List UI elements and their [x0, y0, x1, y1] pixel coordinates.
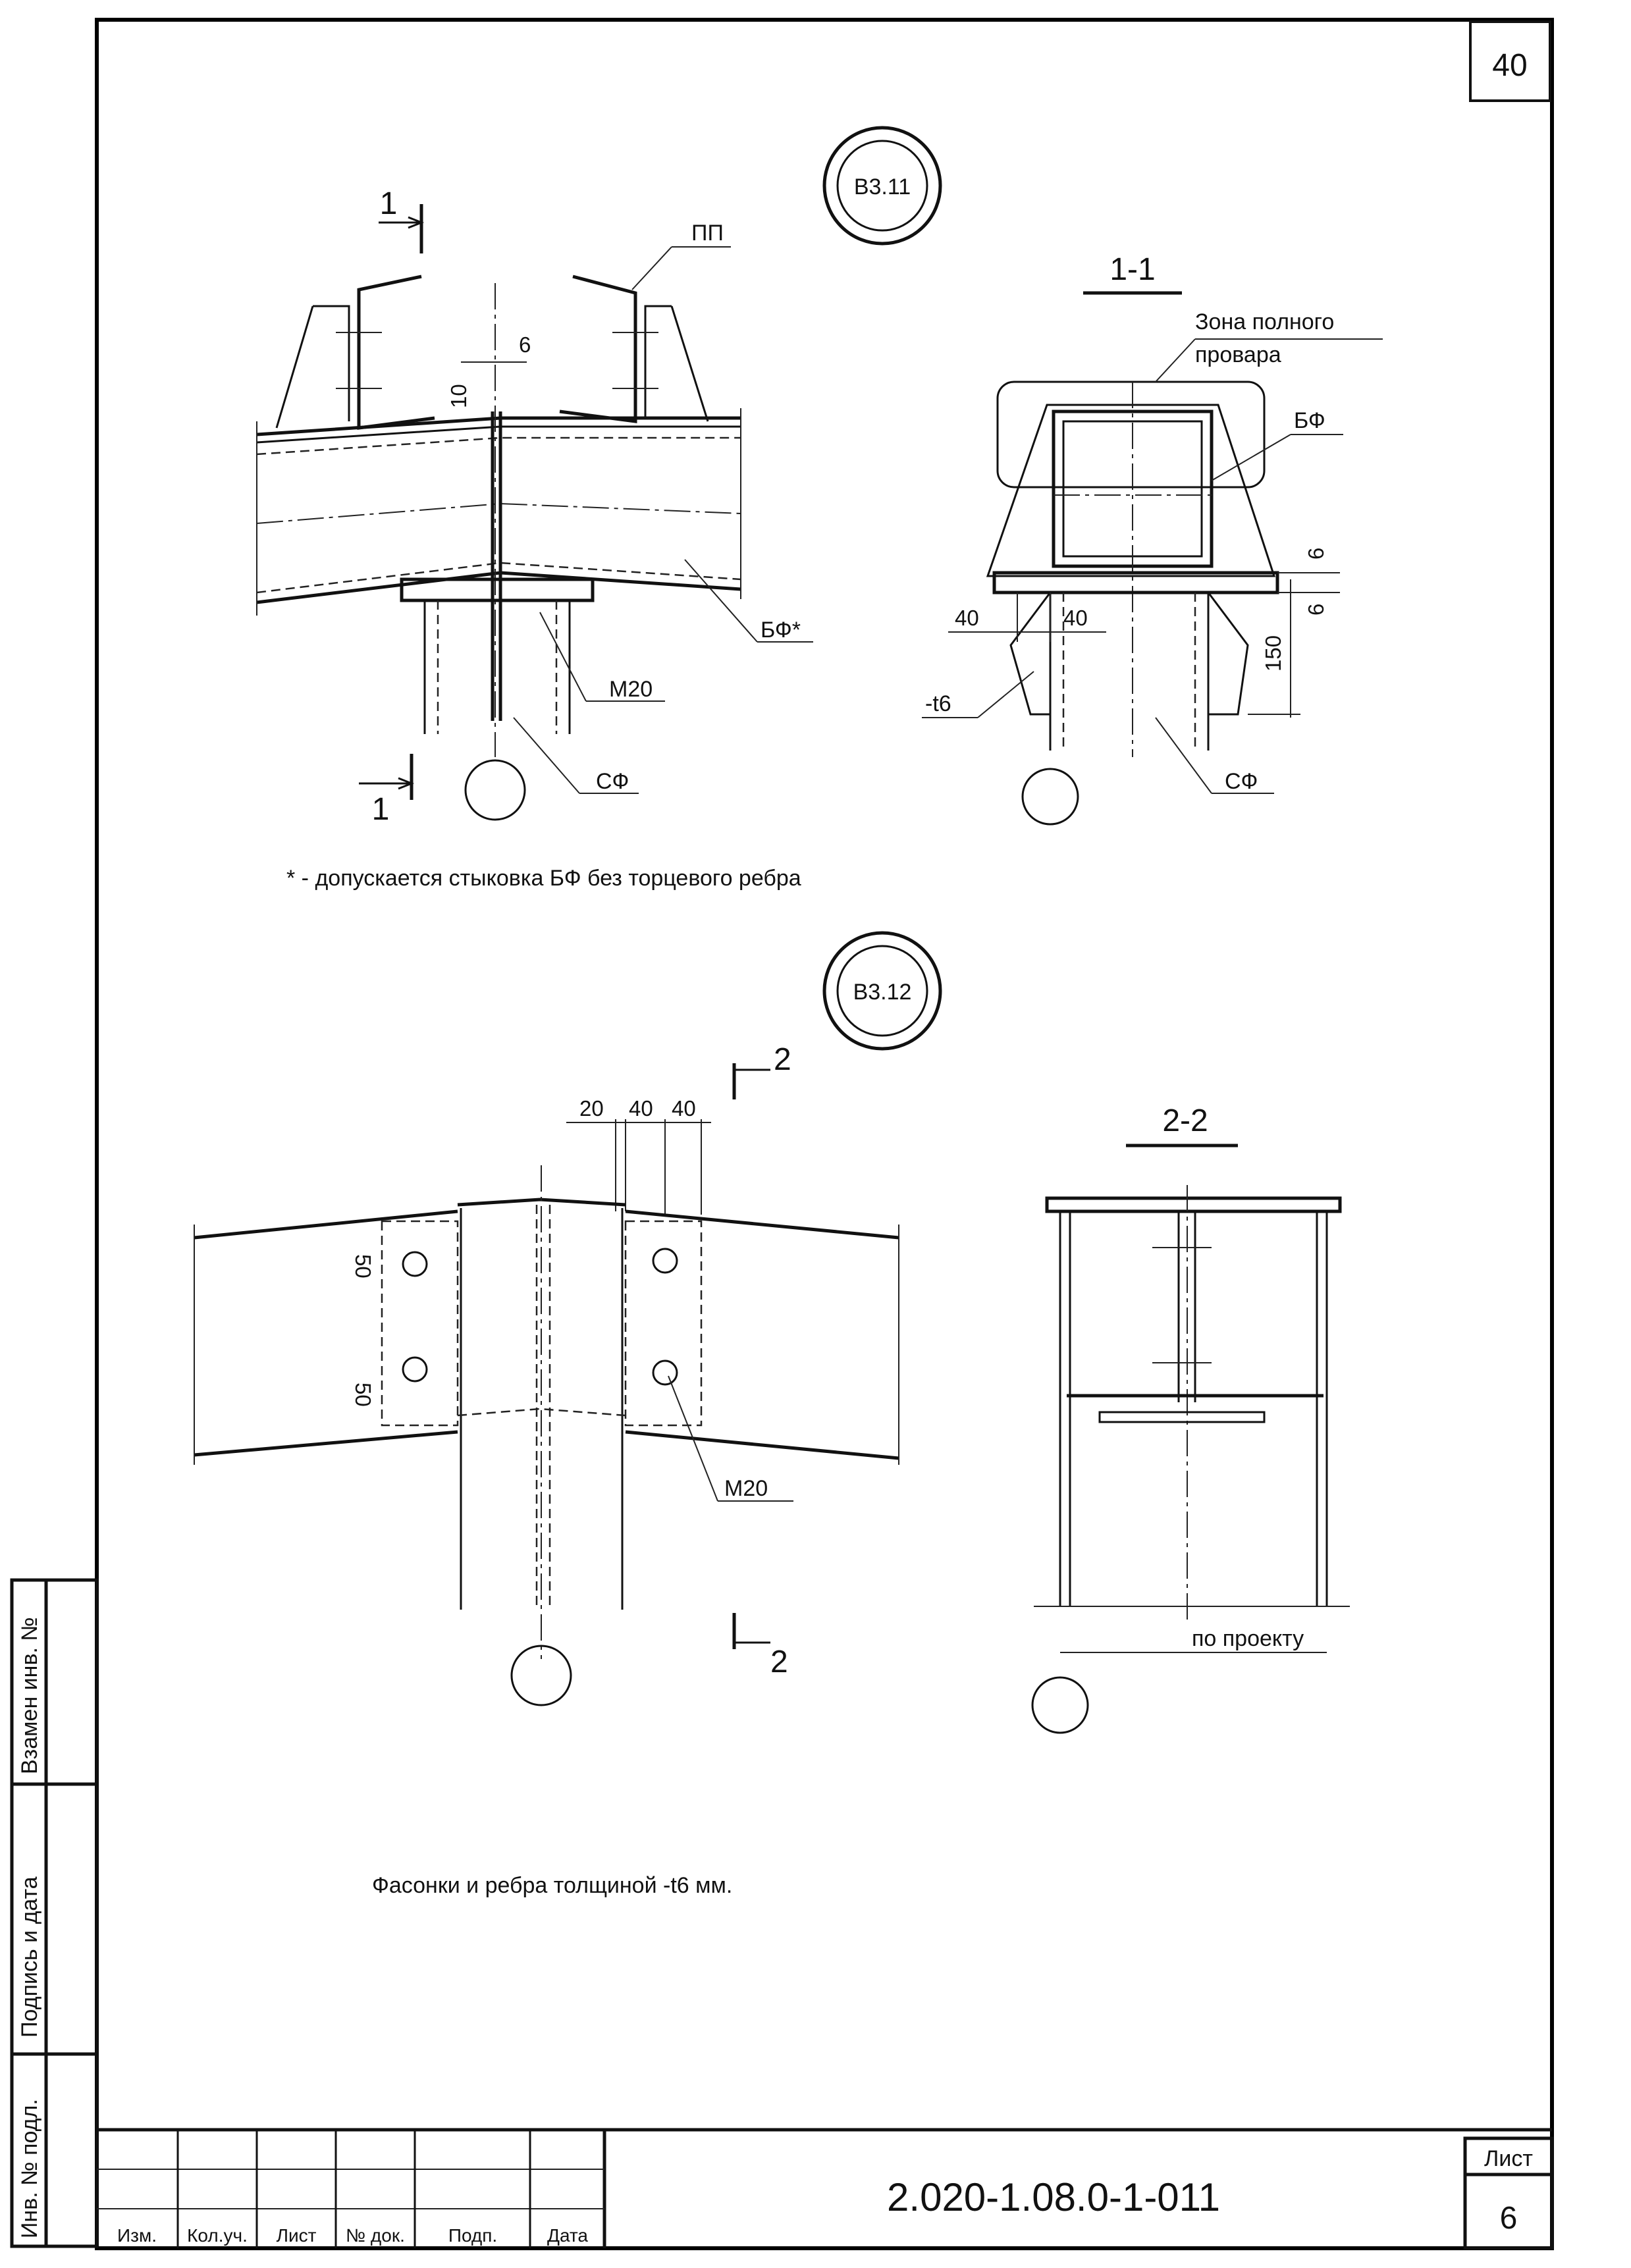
node-b3-11-id: В3.11: [854, 174, 911, 199]
stamp-field-signature: Подпись и дата: [17, 1876, 42, 2038]
label-t6: -t6: [925, 691, 951, 716]
label-pp: ПП: [691, 221, 724, 246]
stamp-field-inventory: Инв. № подл.: [17, 2099, 42, 2238]
bolt-marks-upper: [336, 332, 658, 389]
dim-40-b: 40: [672, 1096, 696, 1121]
dim-50-bottom: 50: [351, 1383, 375, 1407]
section-2-2-title: 2-2: [1162, 1103, 1208, 1138]
dim-6-top: 6: [1304, 548, 1328, 560]
dim-40-right: 40: [1063, 606, 1088, 630]
dim-20: 20: [579, 1096, 604, 1121]
section-1-1-title: 1-1: [1110, 252, 1155, 287]
sheet-frame: 40: [95, 18, 1554, 2250]
dim-6: 6: [519, 332, 531, 357]
tb-col-izm: Изм.: [117, 2225, 157, 2246]
label-m20: М20: [609, 677, 653, 702]
node-b3-12: В3.12 2 2 20 40 40: [194, 931, 942, 1706]
section-2-2: 2-2 по проекту: [1031, 1103, 1350, 1734]
section-mark-1: 1 1: [359, 186, 425, 827]
label-bf-star: БФ*: [761, 618, 801, 643]
node-b3-11: В3.11 1 1: [256, 126, 942, 891]
dim-6-bottom: 6: [1304, 604, 1328, 616]
svg-text:2: 2: [774, 1042, 791, 1077]
side-stamp: Взамен инв. № Подпись и дата Инв. № подл…: [10, 1578, 99, 2248]
section-1-1: 1-1 Зона полного провара БФ 40 40 6 6 15…: [922, 252, 1383, 826]
dim-40-left: 40: [955, 606, 979, 630]
sheet-top-number: 40: [1492, 48, 1527, 83]
label-zone: Зона полного: [1195, 309, 1334, 334]
dim-40-a: 40: [629, 1096, 653, 1121]
stamp-field-replace: Взамен инв. №: [17, 1617, 42, 1774]
label-sf-1-1: СФ: [1225, 769, 1258, 794]
dim-10: 10: [446, 384, 471, 408]
note-thickness: Фасонки и ребра толщиной -t6 мм.: [372, 1873, 732, 1898]
tb-col-list: Лист: [277, 2225, 317, 2246]
bolt-holes: [402, 1248, 678, 1386]
document-code: 2.020-1.08.0-1-011: [887, 2175, 1220, 2219]
footnote-b311: * - допускается стыковка БФ без торцевог…: [286, 866, 801, 891]
sheet-label: Лист: [1484, 2146, 1533, 2171]
dim-150: 150: [1261, 635, 1285, 672]
svg-text:1: 1: [380, 186, 398, 221]
dim-50-top: 50: [351, 1254, 375, 1279]
section-mark-2: 2 2: [732, 1042, 791, 1679]
tb-col-ndok: № док.: [346, 2225, 405, 2246]
label-bf: БФ: [1294, 408, 1325, 433]
sheet-number: 6: [1500, 2201, 1518, 2236]
svg-text:1: 1: [372, 792, 390, 827]
label-m20-b312: М20: [724, 1476, 768, 1501]
label-zone2: провара: [1195, 342, 1281, 367]
tb-col-data: Дата: [547, 2225, 588, 2246]
label-sf: СФ: [596, 769, 629, 794]
title-block: Изм. Кол.уч. Лист № док. Подп. Дата 2.02…: [97, 2128, 1554, 2250]
label-po-proektu: по проекту: [1192, 1626, 1304, 1651]
tb-col-koluch: Кол.уч.: [187, 2225, 248, 2246]
svg-text:2: 2: [770, 1645, 788, 1679]
node-b3-12-id: В3.12: [853, 980, 912, 1005]
tb-col-podp: Подп.: [448, 2225, 497, 2246]
